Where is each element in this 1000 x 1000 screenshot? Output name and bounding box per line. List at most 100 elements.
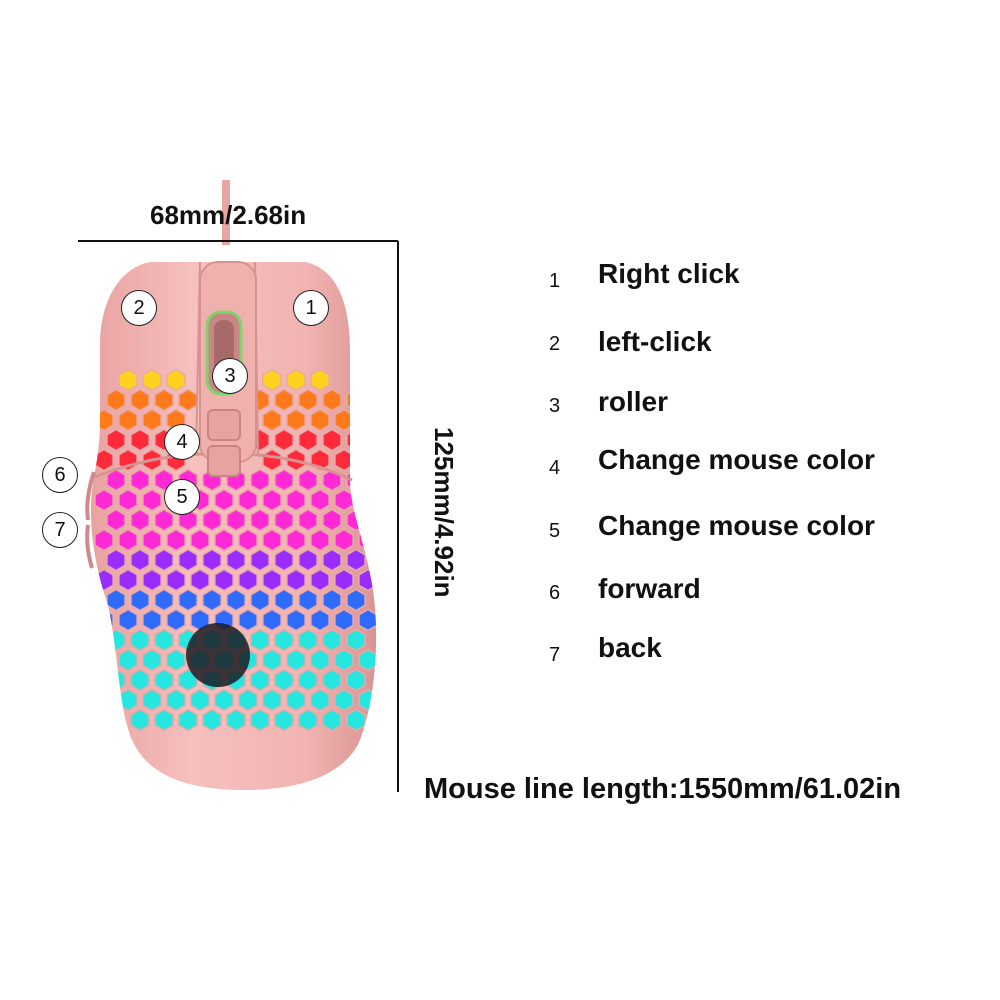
led-hex-cell — [202, 708, 222, 732]
led-hex-cell — [322, 548, 342, 572]
led-hex-cell — [166, 648, 186, 672]
led-hex-cell — [358, 528, 377, 552]
led-hex-cell — [262, 528, 282, 552]
led-hex-cell — [178, 388, 198, 412]
led-hex-cell — [262, 648, 282, 672]
led-hex-cell — [346, 388, 366, 412]
led-hex-cell — [250, 588, 270, 612]
led-hex-cell — [298, 468, 318, 492]
logo-mark — [186, 623, 250, 687]
led-hex-cell — [118, 648, 138, 672]
led-hex-cell — [346, 508, 366, 532]
legend-label: Change mouse color — [598, 510, 875, 541]
led-hex-cell — [298, 548, 318, 572]
led-hex-cell — [226, 508, 246, 532]
callout-5: 5 — [164, 479, 200, 515]
led-hex-cell — [142, 368, 162, 392]
led-hex-cell — [130, 708, 150, 732]
led-hex-cell — [106, 668, 126, 692]
led-hex-cell — [118, 488, 138, 512]
led-hex-cell — [238, 488, 258, 512]
led-hex-cell — [226, 708, 246, 732]
led-hex-cell — [286, 648, 306, 672]
led-hex-cell — [106, 428, 126, 452]
led-hex-cell — [142, 408, 162, 432]
led-hex-cell — [298, 388, 318, 412]
led-hex-cell — [358, 568, 377, 592]
color-button-upper — [207, 409, 241, 441]
led-hex-cell — [322, 428, 342, 452]
led-hex-cell — [310, 488, 330, 512]
led-hex-cell — [334, 568, 354, 592]
led-hex-cell — [310, 568, 330, 592]
led-hex-cell — [286, 608, 306, 632]
led-hex-cell — [250, 628, 270, 652]
led-hex-cell — [130, 548, 150, 572]
led-hex-cell — [142, 688, 162, 712]
led-hex-cell — [334, 448, 354, 472]
led-hex-cell — [322, 588, 342, 612]
led-hex-cell — [166, 368, 186, 392]
callout-6: 6 — [42, 457, 78, 493]
legend-number: 1 — [549, 270, 561, 292]
led-hex-cell — [346, 668, 366, 692]
led-hex-cell — [310, 608, 330, 632]
led-hex-cell — [118, 368, 138, 392]
led-hex-cell — [130, 508, 150, 532]
led-hex-cell — [346, 588, 366, 612]
led-hex-cell — [262, 368, 282, 392]
legend-number: 5 — [549, 520, 561, 542]
led-hex-cell — [346, 428, 366, 452]
led-hex-cell — [142, 568, 162, 592]
led-hex-cell — [262, 488, 282, 512]
led-hex-cell — [166, 528, 186, 552]
color-button-lower — [207, 445, 241, 477]
led-hex-cell — [202, 548, 222, 572]
led-hex-cell — [94, 688, 114, 712]
led-hex-cell — [154, 548, 174, 572]
led-hex-cell — [214, 568, 234, 592]
led-hex-cell — [202, 588, 222, 612]
led-hex-cell — [238, 528, 258, 552]
led-hex-cell — [94, 528, 114, 552]
callout-3: 3 — [212, 358, 248, 394]
led-hex-cell — [190, 528, 210, 552]
led-hex-cell — [190, 688, 210, 712]
legend-number: 7 — [549, 644, 561, 666]
led-hex-cell — [130, 588, 150, 612]
led-hex-cell — [226, 588, 246, 612]
led-hex-cell — [286, 368, 306, 392]
led-hex-cell — [322, 388, 342, 412]
led-hex-cell — [358, 488, 377, 512]
led-hex-cell — [262, 568, 282, 592]
legend-label: Right click — [598, 258, 740, 289]
side-button-back — [85, 524, 94, 569]
led-hex-cell — [142, 648, 162, 672]
led-hex-cell — [298, 428, 318, 452]
led-hex-cell — [286, 568, 306, 592]
led-hex-cell — [334, 688, 354, 712]
led-hex-cell — [310, 408, 330, 432]
led-hex-cell — [94, 648, 114, 672]
length-dimension-label: 125mm/4.92in — [429, 427, 459, 598]
led-hex-cell — [214, 488, 234, 512]
legend-number: 2 — [549, 333, 561, 355]
led-hex-cell — [106, 388, 126, 412]
led-hex-cell — [274, 708, 294, 732]
led-hex-cell — [106, 708, 126, 732]
led-hex-cell — [274, 428, 294, 452]
led-hex-cell — [118, 608, 138, 632]
led-hex-cell — [262, 448, 282, 472]
legend-label: back — [598, 632, 662, 663]
legend-label: forward — [598, 573, 701, 604]
led-hex-cell — [310, 528, 330, 552]
led-hex-cell — [118, 688, 138, 712]
led-hex-cell — [358, 448, 377, 472]
led-hex-cell — [154, 388, 174, 412]
led-hex-cell — [286, 408, 306, 432]
led-hex-cell — [94, 488, 114, 512]
led-hex-cell — [298, 708, 318, 732]
led-hex-cell — [346, 628, 366, 652]
